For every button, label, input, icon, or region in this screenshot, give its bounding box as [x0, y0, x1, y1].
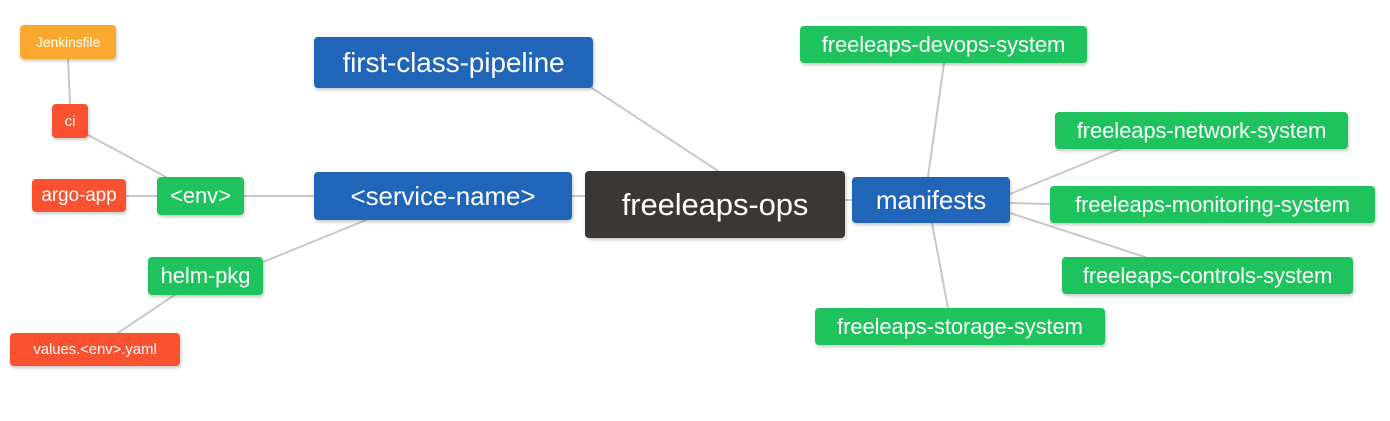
edge-helm-pkg-to-values-yaml — [117, 293, 177, 334]
mindmap-node-label: freeleaps-devops-system — [821, 31, 1066, 57]
mindmap-node-pipeline[interactable]: first-class-pipeline — [314, 37, 593, 88]
mindmap-node-service-name[interactable]: <service-name> — [314, 172, 572, 220]
mindmap-node-label: manifests — [875, 185, 987, 215]
mindmap-node-label: ci — [64, 112, 76, 130]
edge-pipeline-to-freeleaps-ops — [591, 87, 719, 172]
mindmap-node-values-yaml[interactable]: values.<env>.yaml — [10, 333, 180, 366]
mindmap-node-monitoring[interactable]: freeleaps-monitoring-system — [1050, 186, 1375, 223]
mindmap-node-label: freeleaps-monitoring-system — [1075, 191, 1350, 217]
mindmap-node-label: argo-app — [41, 185, 117, 206]
mindmap-node-label: helm-pkg — [160, 263, 251, 288]
edge-jenkinsfile-to-ci — [67, 58, 71, 105]
edge-service-name-to-helm-pkg — [262, 219, 367, 263]
mindmap-node-helm-pkg[interactable]: helm-pkg — [148, 257, 263, 295]
mindmap-node-label: <env> — [170, 183, 231, 208]
mindmap-node-freeleaps-ops[interactable]: freeleaps-ops — [585, 171, 845, 238]
mindmap-node-label: freeleaps-storage-system — [837, 313, 1083, 339]
edge-manifests-to-devops — [927, 62, 945, 178]
mindmap-node-label: Jenkinsfile — [35, 34, 101, 50]
mindmap-node-label: freeleaps-ops — [621, 187, 809, 222]
mindmap-node-env[interactable]: <env> — [157, 177, 244, 215]
mindmap-node-label: <service-name> — [350, 181, 536, 211]
mindmap-node-storage[interactable]: freeleaps-storage-system — [815, 308, 1105, 345]
edge-manifests-to-monitoring — [1009, 202, 1051, 205]
mindmap-node-label: freeleaps-controls-system — [1082, 262, 1333, 288]
mindmap-node-argo-app[interactable]: argo-app — [32, 179, 126, 212]
mindmap-node-label: freeleaps-network-system — [1076, 117, 1327, 143]
mindmap-node-label: first-class-pipeline — [342, 46, 565, 78]
mindmap-node-network[interactable]: freeleaps-network-system — [1055, 112, 1348, 149]
edge-manifests-to-storage — [931, 222, 949, 309]
mindmap-node-label: values.<env>.yaml — [33, 341, 157, 358]
mindmap-node-devops[interactable]: freeleaps-devops-system — [800, 26, 1087, 63]
mindmap-node-ci[interactable]: ci — [52, 104, 88, 138]
mindmap-node-controls[interactable]: freeleaps-controls-system — [1062, 257, 1353, 294]
mindmap-node-manifests[interactable]: manifests — [852, 177, 1010, 223]
edge-ci-to-env — [87, 134, 167, 178]
mindmap-node-jenkinsfile[interactable]: Jenkinsfile — [20, 25, 116, 59]
